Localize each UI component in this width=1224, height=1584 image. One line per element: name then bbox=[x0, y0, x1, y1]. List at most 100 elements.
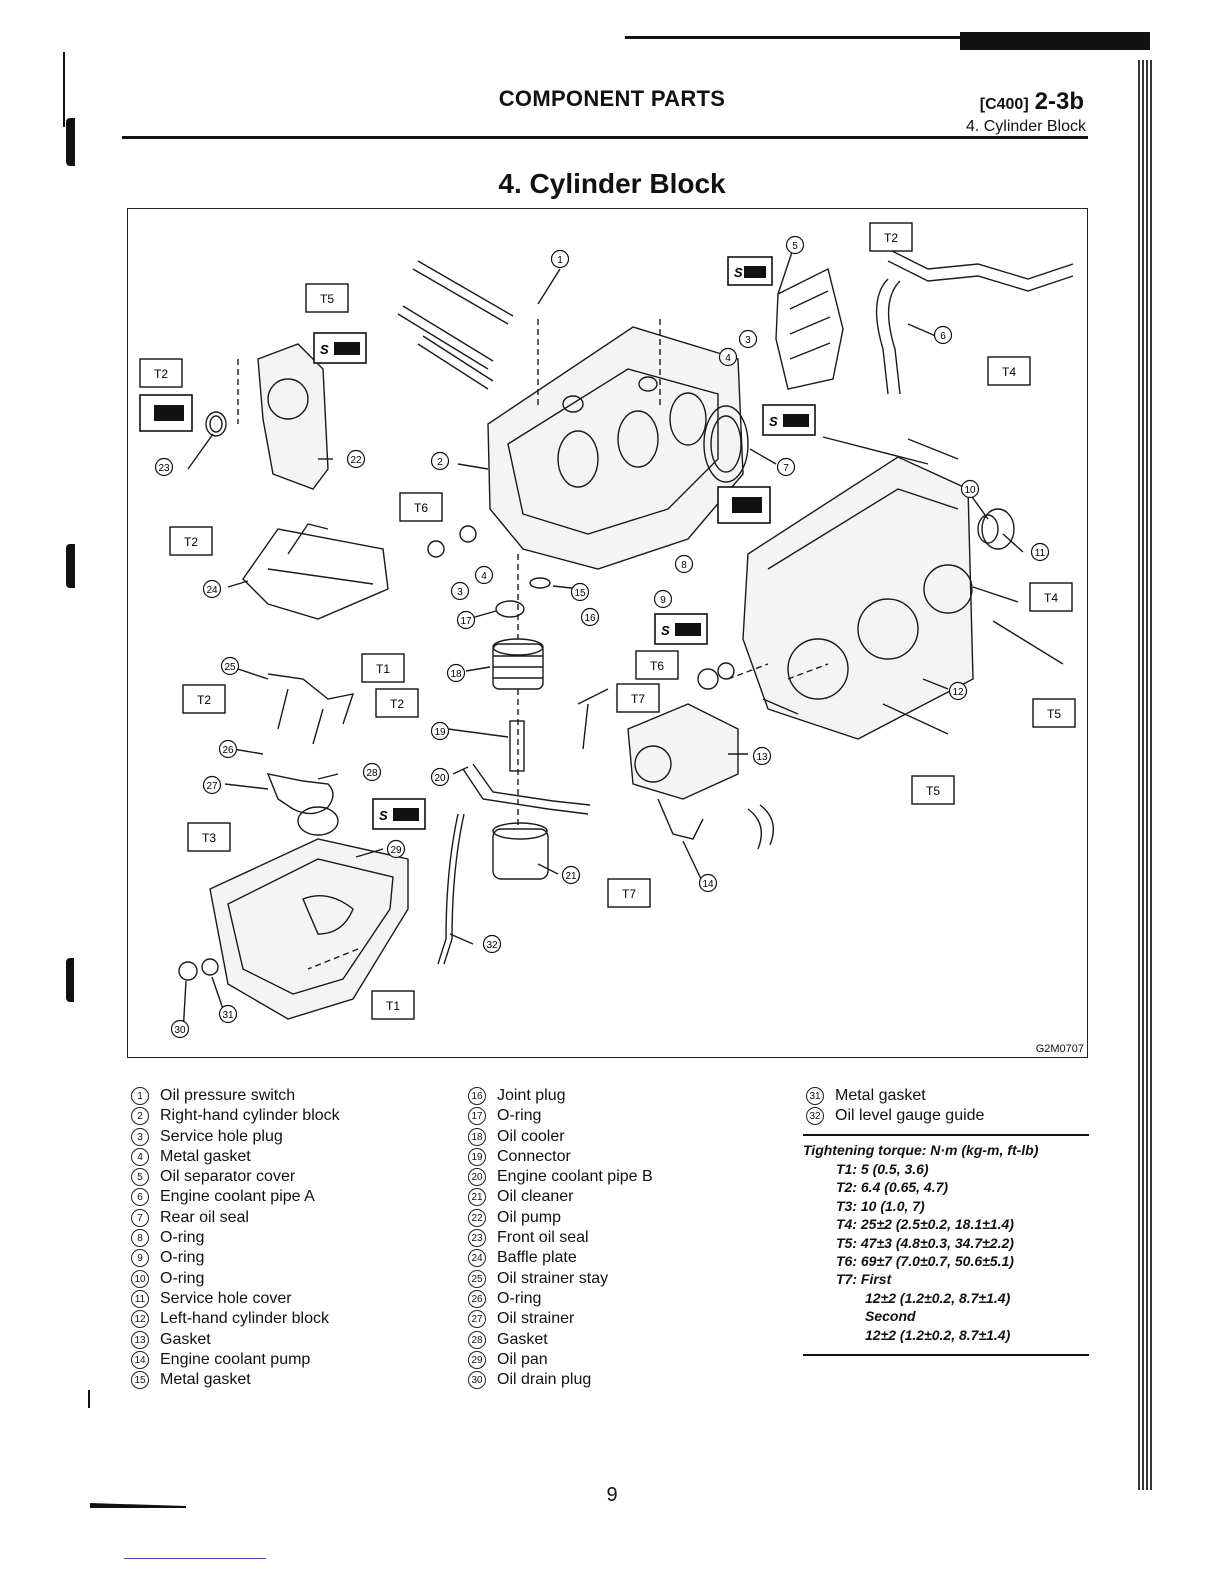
callout-4a: 4 bbox=[718, 347, 738, 367]
callout-28: 28 bbox=[362, 762, 382, 782]
callout-29: 29 bbox=[386, 839, 406, 859]
part-number-badge: 21 bbox=[468, 1188, 486, 1207]
part-name: Baffle plate bbox=[497, 1249, 577, 1267]
callout-27: 27 bbox=[202, 775, 222, 795]
part-name: Oil pump bbox=[497, 1208, 562, 1226]
callout-24: 24 bbox=[202, 579, 222, 599]
torque-spec-table: Tightening torque: N·m (kg-m, ft-lb) T1:… bbox=[803, 1134, 1089, 1357]
callout-25: 25 bbox=[220, 656, 240, 676]
svg-text:22: 22 bbox=[350, 455, 362, 466]
part-name: Engine coolant pipe B bbox=[497, 1168, 653, 1186]
torque-box-t7-upper: T7 bbox=[616, 683, 660, 713]
left-cylinder-block-shape bbox=[742, 456, 974, 740]
torque-row: 12±2 (1.2±0.2, 8.7±1.4) bbox=[865, 1289, 1011, 1306]
svg-text:32: 32 bbox=[486, 940, 498, 951]
part-number-badge: 2 bbox=[131, 1107, 149, 1126]
callout-2: 2 bbox=[430, 451, 450, 471]
torque-box-t6-mid: T6 bbox=[635, 650, 679, 680]
svg-text:14: 14 bbox=[702, 879, 714, 890]
svg-text:30: 30 bbox=[174, 1025, 186, 1036]
part-name: Metal gasket bbox=[835, 1087, 926, 1104]
svg-text:T2: T2 bbox=[154, 367, 168, 381]
parts-list-item: 4 Metal gasket bbox=[131, 1147, 340, 1167]
part-name: Gasket bbox=[497, 1330, 548, 1348]
svg-text:T2: T2 bbox=[390, 697, 404, 711]
torque-row: 12±2 (1.2±0.2, 8.7±1.4) bbox=[865, 1326, 1011, 1343]
right-scan-edge bbox=[1138, 60, 1152, 1490]
part-number-badge: 23 bbox=[468, 1229, 486, 1248]
part-number-badge: 22 bbox=[468, 1208, 486, 1227]
callout-17: 17 bbox=[456, 610, 476, 630]
svg-text:3: 3 bbox=[457, 587, 463, 598]
callout-1: 1 bbox=[550, 249, 570, 269]
header-rule bbox=[122, 136, 1088, 139]
torque-box-t2-mid-left: T2 bbox=[169, 526, 213, 556]
part-number-badge: 1 bbox=[131, 1087, 149, 1105]
svg-text:28: 28 bbox=[366, 768, 378, 779]
svg-text:T2: T2 bbox=[197, 693, 211, 707]
torque-box-t1-center-left: T1 bbox=[361, 653, 405, 683]
part-number-badge: 16 bbox=[468, 1087, 486, 1105]
part-number-badge: 12 bbox=[131, 1310, 149, 1329]
part-name: O-ring bbox=[160, 1229, 205, 1247]
svg-text:T5: T5 bbox=[926, 784, 940, 798]
part-callouts: 1 2 3 3 4 4 5 6 7 8 9 10 11 12 13 14 15 … bbox=[154, 235, 1050, 1039]
torque-row: T3: 10 (1.0, 7) bbox=[836, 1197, 925, 1214]
svg-text:2: 2 bbox=[437, 457, 443, 468]
top-rule bbox=[625, 36, 1150, 39]
svg-text:S: S bbox=[769, 414, 778, 429]
exploded-diagram: T5 T2 T2 T4 T6 T2 T4 T1 T6 T2 T2 T7 T5 T… bbox=[127, 208, 1088, 1058]
callout-8: 8 bbox=[674, 554, 694, 574]
svg-text:17: 17 bbox=[460, 616, 472, 627]
left-binding-mark-2 bbox=[66, 544, 75, 588]
callout-22: 22 bbox=[346, 449, 366, 469]
torque-box-t5-lower: T5 bbox=[911, 775, 955, 805]
part-number-badge: 17 bbox=[468, 1107, 486, 1126]
svg-text:26: 26 bbox=[222, 745, 234, 756]
svg-text:23: 23 bbox=[158, 463, 170, 474]
left-binding-mark-4 bbox=[88, 1390, 90, 1408]
coolant-pump-shape bbox=[627, 703, 739, 800]
part-number-badge: 30 bbox=[468, 1371, 486, 1390]
torque-rows: T1: 5 (0.5, 3.6)T2: 6.4 (0.65, 4.7)T3: 1… bbox=[803, 1160, 1089, 1344]
torque-row: T5: 47±3 (4.8±0.3, 34.7±2.2) bbox=[836, 1234, 1014, 1251]
callout-6: 6 bbox=[933, 325, 953, 345]
part-name: Oil strainer stay bbox=[497, 1269, 609, 1287]
sealant-marker-1: S bbox=[727, 256, 773, 286]
callout-19: 19 bbox=[430, 721, 450, 741]
svg-text:T2: T2 bbox=[184, 535, 198, 549]
part-name: Metal gasket bbox=[160, 1147, 251, 1165]
torque-heading: Tightening torque: N·m (kg-m, ft-lb) bbox=[803, 1142, 1039, 1158]
callout-12: 12 bbox=[948, 681, 968, 701]
part-name: Service hole cover bbox=[160, 1289, 292, 1307]
part-name: Oil level gauge guide bbox=[835, 1107, 985, 1125]
callout-9: 9 bbox=[653, 589, 673, 609]
callout-15: 15 bbox=[570, 582, 590, 602]
part-number-badge: 4 bbox=[131, 1147, 149, 1166]
svg-text:3: 3 bbox=[745, 335, 751, 346]
oil-can-marker-1 bbox=[139, 394, 193, 432]
top-rule-bar bbox=[960, 32, 1150, 50]
baffle-plate-shape bbox=[242, 528, 389, 620]
bottom-left-scan-mark bbox=[90, 1503, 186, 1508]
oil-pan-shape bbox=[209, 838, 409, 1020]
diagram-drawing: T5 T2 T2 T4 T6 T2 T4 T1 T6 T2 T2 T7 T5 T… bbox=[139, 222, 1076, 1039]
torque-box-t2-top-right: T2 bbox=[869, 222, 913, 252]
callout-30: 30 bbox=[170, 1019, 190, 1039]
svg-text:29: 29 bbox=[390, 845, 402, 856]
part-number-badge: 31 bbox=[806, 1087, 824, 1105]
torque-row: T2: 6.4 (0.65, 4.7) bbox=[836, 1179, 949, 1196]
page-code: 2-3b bbox=[1034, 88, 1084, 115]
svg-text:24: 24 bbox=[206, 585, 218, 596]
part-number-badge: 14 bbox=[131, 1350, 149, 1369]
